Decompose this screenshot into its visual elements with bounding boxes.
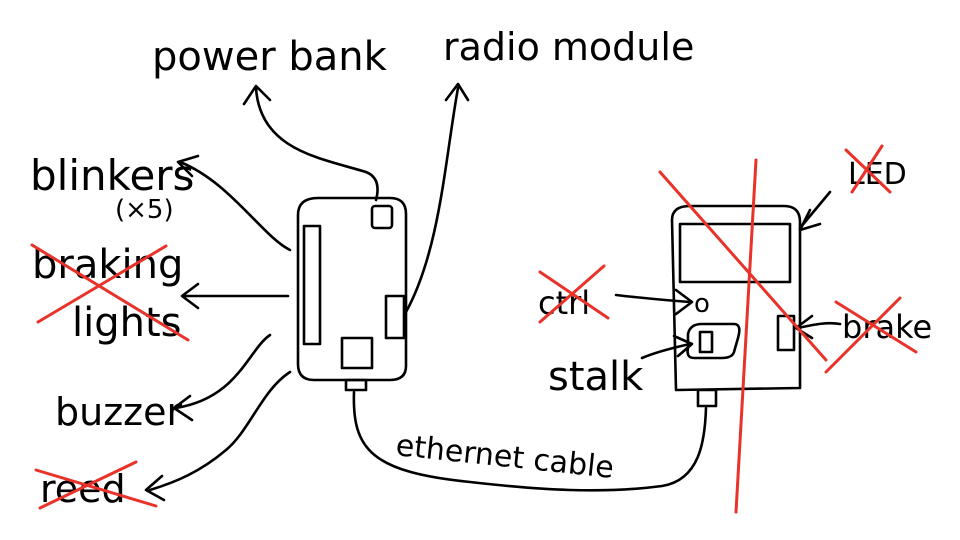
label-blinkers-count: (×5) [115,195,174,225]
handlebar-arrows [614,190,842,360]
strike-ctrl-2 [538,264,606,324]
label-stalk: stalk [548,354,644,400]
connection-arrows [144,82,708,502]
strike-handlebar-1 [658,170,828,362]
strike-reed-1 [34,468,158,508]
label-power-bank: power bank [152,34,388,80]
label-lights: lights [72,300,182,346]
strike-braking-lights-1 [30,243,190,342]
controller-box [296,196,408,392]
strike-handlebar-2 [734,158,758,514]
strike-led-2 [850,144,884,194]
strike-braking-lights-2 [36,244,168,324]
ctrl-indicator: o [694,289,710,319]
label-blinkers: blinkers [30,151,194,200]
strike-brake-2 [824,296,902,374]
strike-led-1 [844,148,892,194]
label-buzzer: buzzer [55,390,182,434]
label-radio-module: radio module [443,25,694,69]
handlebar-unit: o [670,204,802,408]
strike-ctrl-1 [538,270,610,320]
strikeouts [30,144,918,514]
strike-brake-1 [834,300,918,354]
strike-reed-2 [38,460,138,510]
